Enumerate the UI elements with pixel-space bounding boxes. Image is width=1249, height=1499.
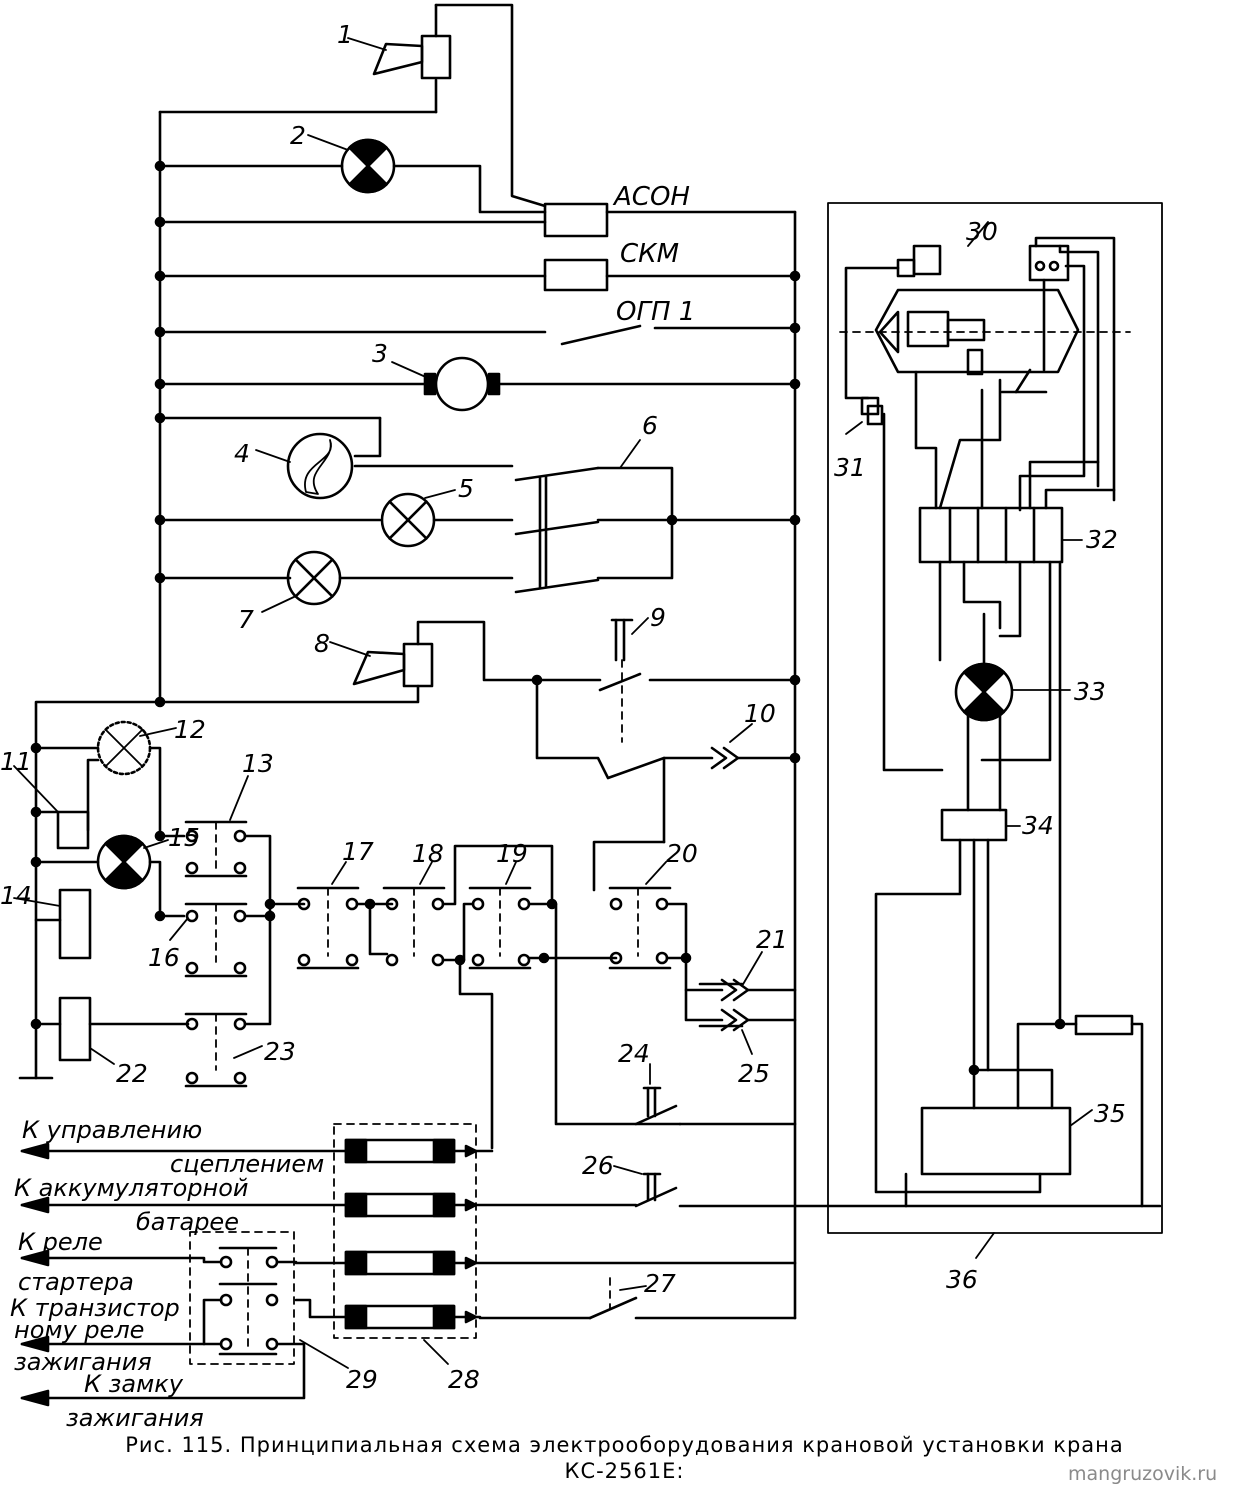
figure-caption-line2: КС-2561Е: [564,1459,685,1483]
label-5: 5 [458,474,474,503]
label-21: 21 [756,925,788,954]
fuse-4 [294,1298,482,1330]
label-35: 35 [1094,1099,1126,1128]
button-9: 9 [535,603,797,844]
label-6: 6 [642,411,658,440]
output-2-line2: батарее [136,1208,239,1236]
gauge-4: 4 [158,416,514,500]
sensor-31: 31 [834,266,944,772]
relay-contact-16: 16 [148,902,272,978]
label-14: 14 [0,881,32,910]
terminal-block-32: 32 [914,370,1118,564]
relay-14: 14 [0,881,92,960]
left-bus [158,78,438,704]
label-7: 7 [238,605,254,634]
label-4: 4 [234,439,250,468]
label-36: 36 [946,1265,978,1294]
signal-skm: СКМ [620,239,679,269]
label-25: 25 [738,1059,770,1088]
label-28: 28 [448,1365,480,1394]
fuse-2 [20,1192,638,1218]
label-16: 16 [148,943,180,972]
label-10: 10 [744,699,776,728]
output-labels: К управлению сцеплением К аккумуляторной… [10,1116,324,1432]
output-4-line1: К транзистор [10,1294,180,1322]
output-4-line3: зажигания [14,1348,152,1376]
skm-row: СКМ [158,239,797,292]
label-2: 2 [290,121,306,150]
button-24: 24 [618,1039,797,1126]
fuse-3 [294,1250,797,1276]
switch-27: 27 [478,1269,797,1320]
figure-caption-line1: Рис. 115. Принципиальная схема электрооб… [125,1433,1124,1457]
label-27: 27 [644,1269,676,1298]
relay-contact-19: 19 [441,839,682,1150]
label-31: 31 [834,453,866,482]
label-3: 3 [372,339,388,368]
lamp-2: 2 [158,121,547,214]
lamp-7: 7 [158,550,514,634]
label-8: 8 [314,629,330,658]
ogp-row: ОГП 1 [158,297,797,346]
ason-row: АСОН [158,182,797,238]
relay-contact-23: 23 [184,1012,296,1088]
relay-22: 22 [18,996,190,1088]
label-22: 22 [116,1059,148,1088]
horn-1: 1 [337,3,547,208]
label-33: 33 [1074,677,1106,706]
relay-contact-13: 13 [184,749,274,1026]
connector-10: 10 [710,699,797,770]
label-17: 17 [342,837,374,866]
horn-8: 8 [34,620,539,1080]
label-15: 15 [168,823,200,852]
output-2-line1: К аккумуляторной [14,1174,249,1202]
fuse-1 [20,1138,494,1164]
label-19: 19 [496,839,528,868]
label-1: 1 [337,20,353,49]
relay-contact-20: 20 [527,839,724,1022]
label-24: 24 [618,1039,650,1068]
label-29: 29 [346,1365,378,1394]
label-34: 34 [1022,811,1054,840]
label-26: 26 [582,1151,614,1180]
connector-21-25: 21 25 [698,925,797,1088]
lamp-33: 33 [938,560,1106,812]
output-1-line2: сцеплением [170,1150,324,1178]
lamp-15: 15 [34,823,200,918]
label-11: 11 [0,747,32,776]
switch-6: 6 [514,411,797,594]
fuse-block-28: 28 [20,1123,797,1394]
output-1-line1: К управлению [22,1116,202,1144]
motor-3: 3 [158,339,797,412]
signal-ogp: ОГП 1 [616,297,695,327]
relay-29: 29 [20,1231,378,1407]
device-35: 35 [904,560,1144,1208]
label-20: 20 [666,839,698,868]
relay-contact-17: 17 [268,837,374,970]
lamp-12: 12 [34,715,206,838]
signal-ason: АСОН [612,182,690,212]
connector-34: 34 [874,808,1054,1194]
lamp-5: 5 [158,474,514,548]
watermark: mangruzovik.ru [1068,1463,1218,1485]
label-23: 23 [264,1037,296,1066]
right-panel-36: 36 [827,202,1163,1294]
output-5-line2: зажигания [66,1404,204,1432]
output-3-line2: стартера [18,1268,134,1296]
label-12: 12 [174,715,206,744]
output-4-line2: ному реле [14,1316,144,1344]
label-32: 32 [1086,525,1118,554]
relay-11: 11 [0,747,100,850]
label-9: 9 [650,603,666,632]
label-18: 18 [412,839,444,868]
limiter-30: 30 [839,217,1131,512]
output-3-line1: К реле [18,1228,103,1256]
output-5-line1: К замку [84,1370,184,1398]
junction-dots [30,160,1066,1076]
label-30: 30 [966,217,998,246]
button-26: 26 [582,1151,1162,1208]
label-13: 13 [242,749,274,778]
